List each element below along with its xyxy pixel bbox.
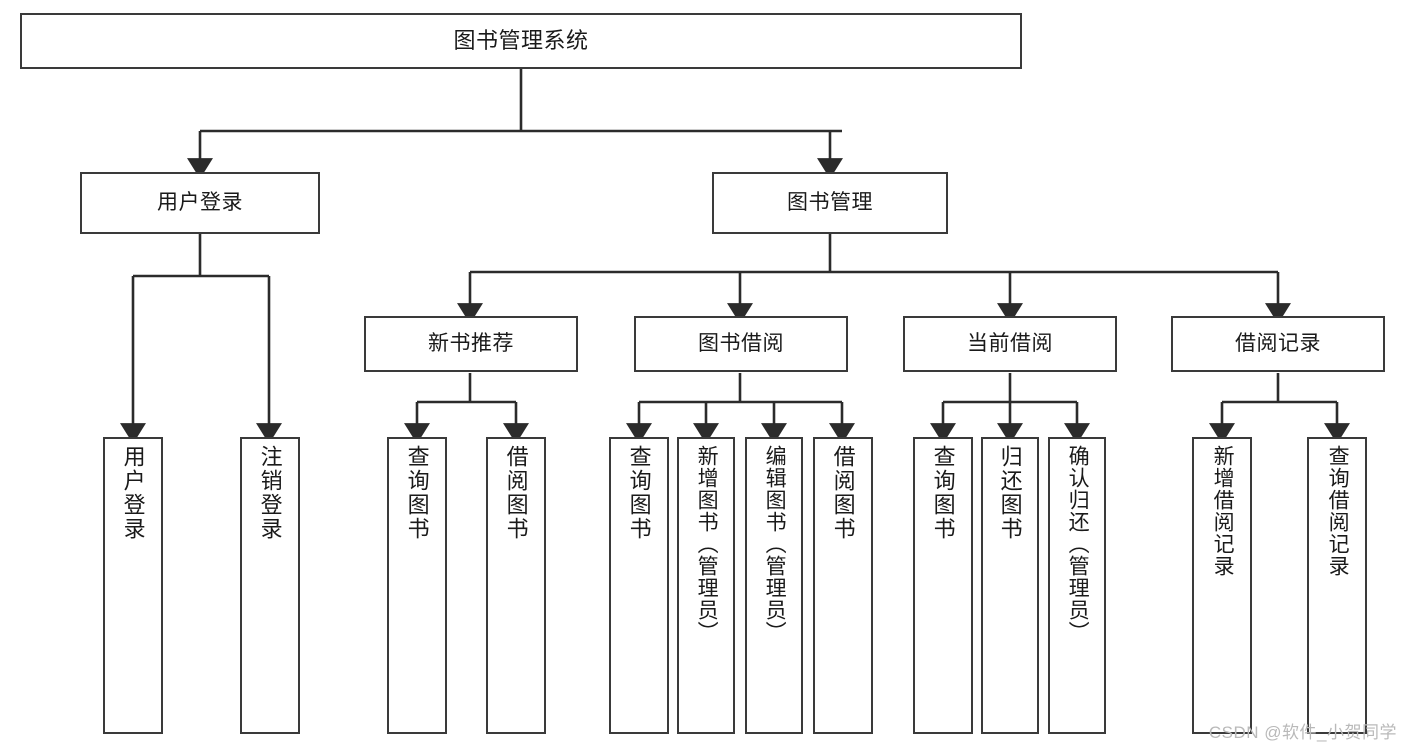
csdn-watermark: CSDN @软件_小贺同学 [1208, 723, 1397, 742]
leaf-borrow-record-query-record[interactable]: 查询借阅记录 [1307, 437, 1367, 734]
leaf-book-borrow-add-book-admin[interactable]: 新增图书（管理员） [677, 437, 735, 734]
leaf-book-borrow-edit-book-admin[interactable]: 编辑图书（管理员） [745, 437, 803, 734]
node-label: 查询图书 [626, 445, 652, 541]
leaf-new-book-borrow-book[interactable]: 借阅图书 [486, 437, 546, 734]
node-user-login[interactable]: 用户登录 [80, 172, 320, 234]
node-label: 用户登录 [120, 445, 146, 541]
node-label: 新增图书（管理员） [695, 445, 719, 643]
leaf-current-borrow-query-book[interactable]: 查询图书 [913, 437, 973, 734]
node-label: 借阅图书 [830, 445, 856, 541]
node-label: 新书推荐 [428, 331, 514, 355]
leaf-borrow-record-add-record[interactable]: 新增借阅记录 [1192, 437, 1252, 734]
node-label: 查询图书 [930, 445, 956, 541]
node-label: 查询借阅记录 [1326, 445, 1350, 577]
node-label: 图书借阅 [698, 331, 784, 355]
node-label: 注销登录 [257, 445, 283, 541]
node-label: 新增借阅记录 [1211, 445, 1235, 577]
node-new-book-recommend[interactable]: 新书推荐 [364, 316, 578, 372]
leaf-user-login-logout[interactable]: 注销登录 [240, 437, 300, 734]
node-book-borrow[interactable]: 图书借阅 [634, 316, 848, 372]
leaf-current-borrow-return-book[interactable]: 归还图书 [981, 437, 1039, 734]
node-label: 确认归还（管理员） [1066, 445, 1090, 643]
node-label: 借阅记录 [1235, 331, 1321, 355]
leaf-current-borrow-confirm-return-admin[interactable]: 确认归还（管理员） [1048, 437, 1106, 734]
leaf-book-borrow-borrow-book[interactable]: 借阅图书 [813, 437, 873, 734]
node-label: 编辑图书（管理员） [763, 445, 787, 643]
leaf-book-borrow-query-book[interactable]: 查询图书 [609, 437, 669, 734]
node-borrow-record[interactable]: 借阅记录 [1171, 316, 1385, 372]
node-label: 图书管理系统 [453, 28, 589, 54]
node-label: 借阅图书 [503, 445, 529, 541]
node-label: 用户登录 [157, 190, 243, 214]
node-label: 当前借阅 [967, 331, 1053, 355]
node-label: 归还图书 [997, 445, 1023, 541]
node-label: 图书管理 [787, 190, 873, 214]
node-root-book-management-system[interactable]: 图书管理系统 [20, 13, 1022, 69]
node-current-borrow[interactable]: 当前借阅 [903, 316, 1117, 372]
leaf-user-login-login[interactable]: 用户登录 [103, 437, 163, 734]
node-label: 查询图书 [404, 445, 430, 541]
leaf-new-book-query-book[interactable]: 查询图书 [387, 437, 447, 734]
node-book-management[interactable]: 图书管理 [712, 172, 948, 234]
